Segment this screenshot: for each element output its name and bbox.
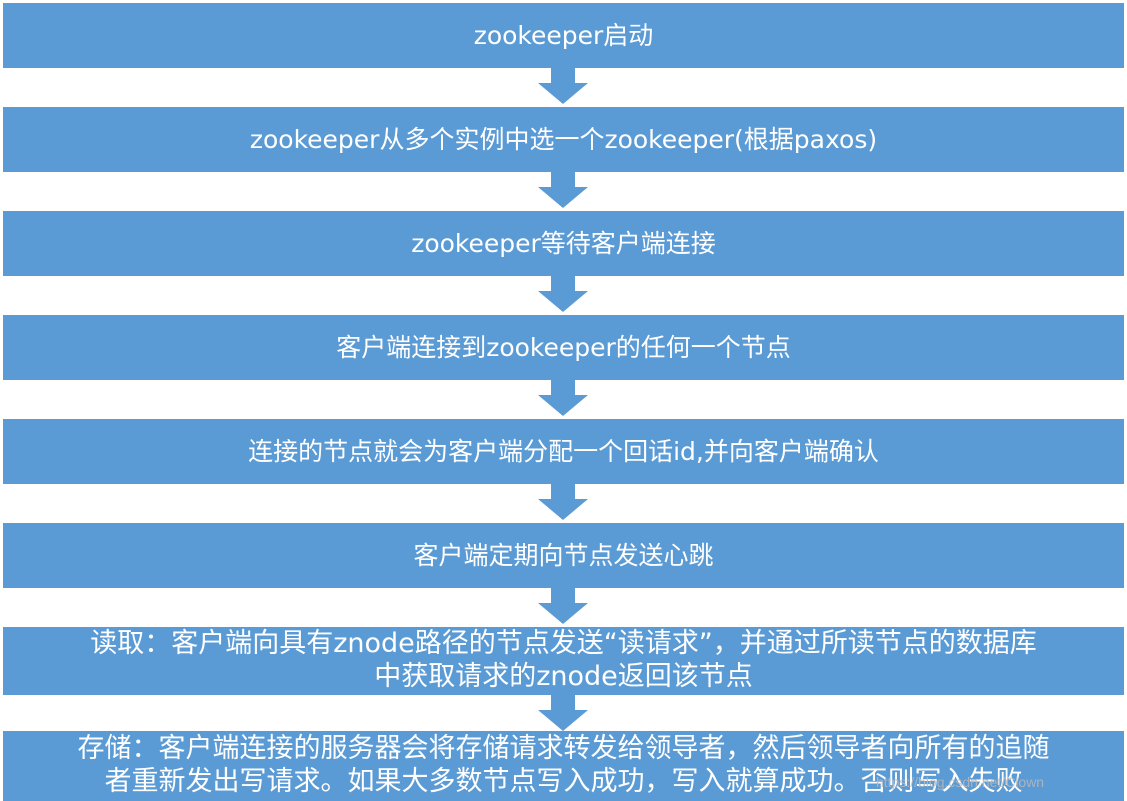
- step-label-line1: 存储：客户端连接的服务器会将存储请求转发给领导者，然后领导者向所有的追随: [77, 733, 1050, 765]
- step-label-line2: 者重新发出写请求。如果大多数节点写入成功，写入就算成功。否则写入失败: [104, 766, 1023, 797]
- step-client-connect: 客户端连接到zookeeper的任何一个节点: [3, 315, 1124, 380]
- watermark: https://blog.csdn.net/Clown: [876, 774, 1045, 790]
- down-arrow-icon: [538, 172, 588, 208]
- step-label: zookeeper等待客户端连接: [411, 228, 716, 258]
- step-label: zookeeper启动: [473, 20, 654, 50]
- down-arrow-icon: [538, 380, 588, 416]
- step-label: 客户端连接到zookeeper的任何一个节点: [336, 332, 791, 362]
- down-arrow-icon: [538, 276, 588, 312]
- step-zookeeper-start: zookeeper启动: [3, 3, 1124, 68]
- down-arrow-icon: [538, 484, 588, 520]
- step-read-request: 读取：客户端向具有znode路径的节点发送“读请求”，并通过所读节点的数据库 中…: [3, 627, 1124, 695]
- step-label-line2: 中获取请求的znode返回该节点: [374, 661, 753, 692]
- step-write-request: 存储：客户端连接的服务器会将存储请求转发给领导者，然后领导者向所有的追随 者重新…: [3, 731, 1124, 801]
- step-label: zookeeper从多个实例中选一个zookeeper(根据paxos): [249, 124, 878, 154]
- step-wait-client: zookeeper等待客户端连接: [3, 211, 1124, 276]
- step-label: 客户端定期向节点发送心跳: [413, 540, 714, 570]
- down-arrow-icon: [538, 68, 588, 104]
- step-label-line1: 读取：客户端向具有znode路径的节点发送“读请求”，并通过所读节点的数据库: [90, 628, 1037, 660]
- step-heartbeat: 客户端定期向节点发送心跳: [3, 523, 1124, 588]
- step-label: 连接的节点就会为客户端分配一个回话id,并向客户端确认: [248, 436, 879, 466]
- down-arrow-icon: [538, 695, 588, 731]
- down-arrow-icon: [538, 588, 588, 624]
- step-leader-election: zookeeper从多个实例中选一个zookeeper(根据paxos): [3, 107, 1124, 172]
- step-session-id: 连接的节点就会为客户端分配一个回话id,并向客户端确认: [3, 419, 1124, 484]
